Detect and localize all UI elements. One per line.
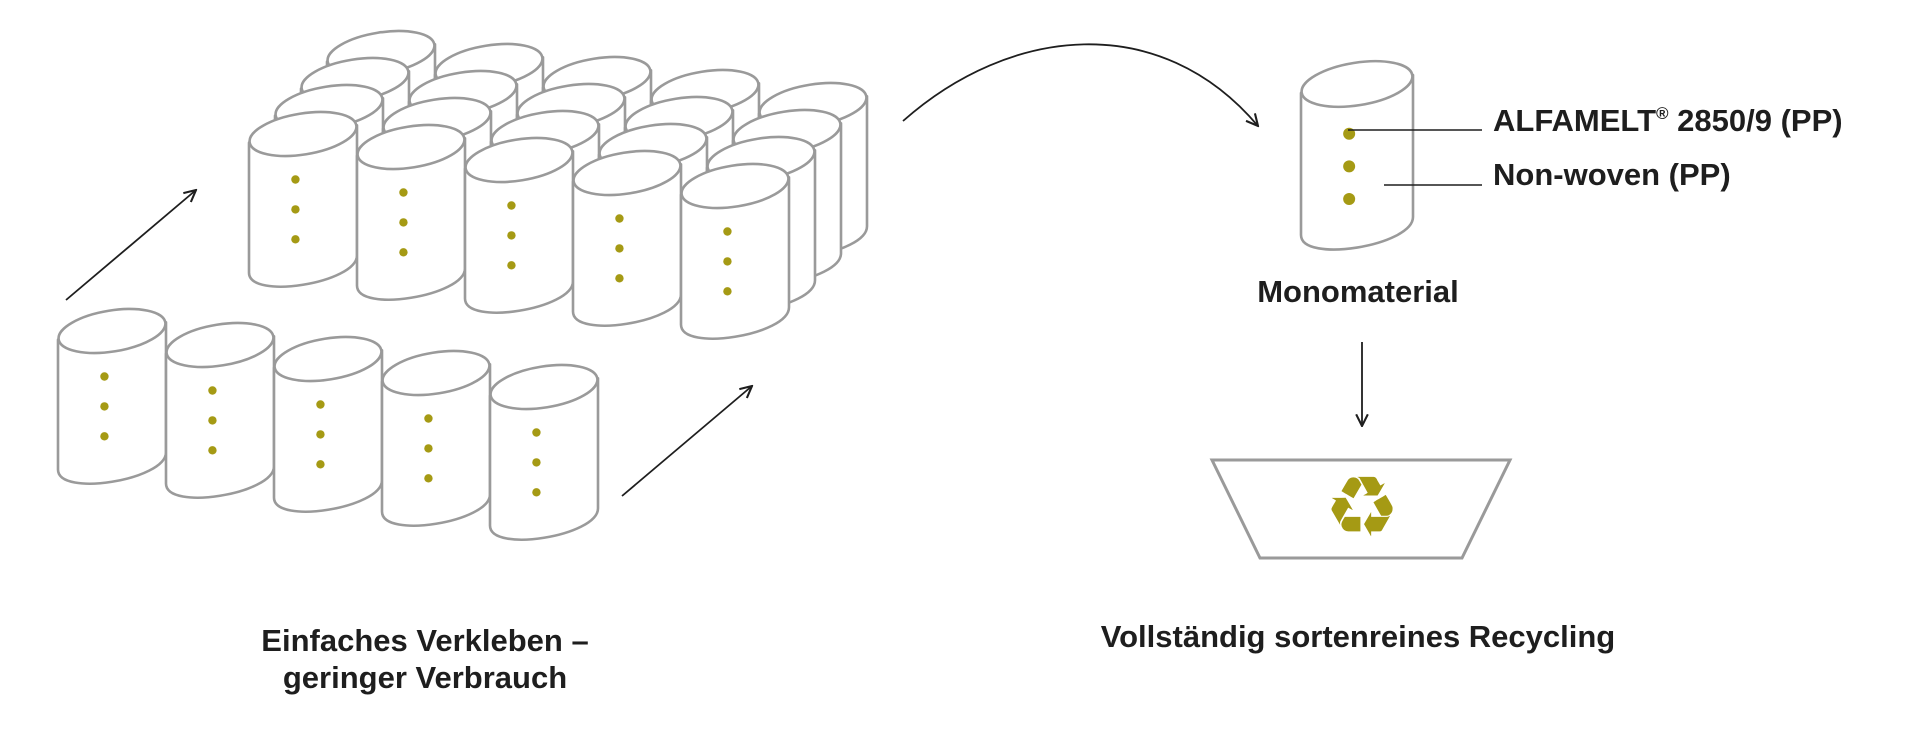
adhesive-dot-icon <box>723 287 732 296</box>
filter-roll-icon <box>1299 59 1415 251</box>
component-label-adhesive: ALFAMELT® 2850/9 (PP) <box>1493 103 1843 138</box>
adhesive-dot-icon <box>532 458 541 467</box>
adhesive-dot-icon <box>291 235 300 244</box>
filter-roll-icon <box>247 110 359 288</box>
filter-roll-icon <box>272 335 384 513</box>
adhesive-dot-icon <box>615 244 624 253</box>
adhesive-dot-icon <box>316 400 325 409</box>
adhesive-dot-icon <box>1343 160 1356 173</box>
filter-roll-icon <box>571 149 683 327</box>
adhesive-dot-icon <box>316 460 325 469</box>
adhesive-dot-icon <box>1343 193 1356 206</box>
adhesive-dot-icon <box>291 205 300 214</box>
recycling-caption: Vollständig sortenreines Recycling <box>1101 619 1616 654</box>
adhesive-dot-icon <box>507 231 516 240</box>
filter-roll-icon <box>56 307 168 485</box>
component-label-nonwoven: Non-woven (PP) <box>1493 157 1731 192</box>
adhesive-dot-icon <box>723 227 732 236</box>
filter-roll-icon <box>463 136 575 314</box>
adhesive-dot-icon <box>100 432 109 441</box>
recycle-symbol-icon: ♻ <box>1324 458 1399 556</box>
adhesive-dot-icon <box>208 446 217 455</box>
arrow-stack-up-left <box>65 190 196 301</box>
svg-text:♻: ♻ <box>1324 458 1399 556</box>
arrow-stack-up-right <box>621 386 752 497</box>
adhesive-dot-icon <box>615 214 624 223</box>
adhesive-dot-icon <box>100 402 109 411</box>
adhesive-dot-icon <box>399 248 408 257</box>
filter-roll-icon <box>488 363 600 541</box>
filter-roll-icon <box>355 123 467 301</box>
adhesive-dot-icon <box>532 488 541 497</box>
adhesive-dot-icon <box>615 274 624 283</box>
monomaterial-label: Monomaterial <box>1257 274 1459 309</box>
adhesive-dot-icon <box>208 386 217 395</box>
adhesive-dot-icon <box>424 444 433 453</box>
filter-roll-icon <box>679 162 791 340</box>
adhesive-dot-icon <box>208 416 217 425</box>
adhesive-dot-icon <box>507 201 516 210</box>
roll-row-single <box>56 307 600 541</box>
adhesive-dot-icon <box>399 188 408 197</box>
adhesive-dot-icon <box>100 372 109 381</box>
arrow-curve-to-mono <box>902 43 1258 126</box>
adhesive-dot-icon <box>424 474 433 483</box>
adhesive-dot-icon <box>399 218 408 227</box>
adhesive-dot-icon <box>316 430 325 439</box>
filter-roll-icon <box>380 349 492 527</box>
adhesive-dot-icon <box>291 175 300 184</box>
monomaterial-roll <box>1299 59 1415 251</box>
roll-stack-assembled <box>247 29 869 340</box>
recycling-container-icon <box>1209 458 1513 560</box>
left-caption-line2: geringer Verbrauch <box>283 660 567 695</box>
adhesive-dot-icon <box>723 257 732 266</box>
adhesive-dot-icon <box>507 261 516 270</box>
filter-roll-icon <box>164 321 276 499</box>
left-caption-line1: Einfaches Verkleben – <box>261 623 588 658</box>
adhesive-dot-icon <box>532 428 541 437</box>
adhesive-dot-icon <box>424 414 433 423</box>
